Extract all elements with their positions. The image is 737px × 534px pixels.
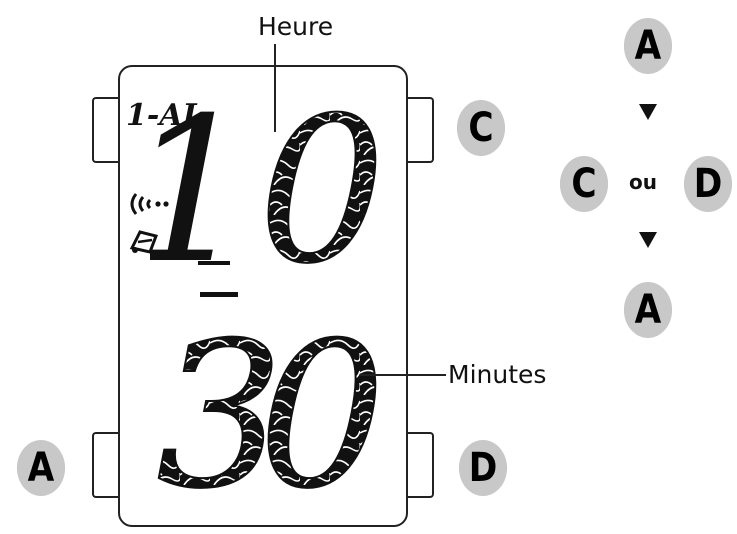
- sequence-a-top: A: [623, 18, 673, 74]
- hour-leader-line: [274, 44, 276, 132]
- watch-tab-lower-right: [406, 432, 434, 498]
- minutes-leader-line: [360, 374, 446, 376]
- watch-display: [118, 65, 408, 527]
- button-a-marker: A: [16, 440, 66, 496]
- minute-tens-digit: 3: [156, 300, 283, 515]
- mode-indicator: 1-AL: [126, 98, 204, 133]
- or-label: ou: [629, 170, 657, 194]
- digit-underline: [198, 261, 230, 265]
- alarm-signal-icon: [130, 193, 169, 215]
- button-d-marker: D: [458, 440, 508, 496]
- sequence-d: D: [683, 156, 733, 212]
- sequence-a-bottom: A: [623, 282, 673, 338]
- hour-tens-digit: 1: [150, 95, 254, 308]
- arrow-down-icon: [639, 232, 657, 248]
- colon-bar: [200, 292, 238, 297]
- arrow-down-icon: [639, 104, 657, 120]
- hour-label: Heure: [258, 12, 334, 41]
- watch-tab-upper-right: [406, 97, 434, 163]
- bell-icon: [129, 230, 158, 254]
- watch-tab-lower-left: [92, 432, 120, 498]
- sequence-c: C: [559, 156, 609, 212]
- hour-units-digit: 0: [258, 95, 385, 308]
- watch-tab-upper-left: [92, 97, 120, 163]
- minute-units-digit: 0: [258, 300, 385, 515]
- lcd-digits: 1 0 3 0: [150, 95, 387, 515]
- minutes-label: Minutes: [448, 360, 547, 389]
- button-c-marker: C: [456, 100, 506, 156]
